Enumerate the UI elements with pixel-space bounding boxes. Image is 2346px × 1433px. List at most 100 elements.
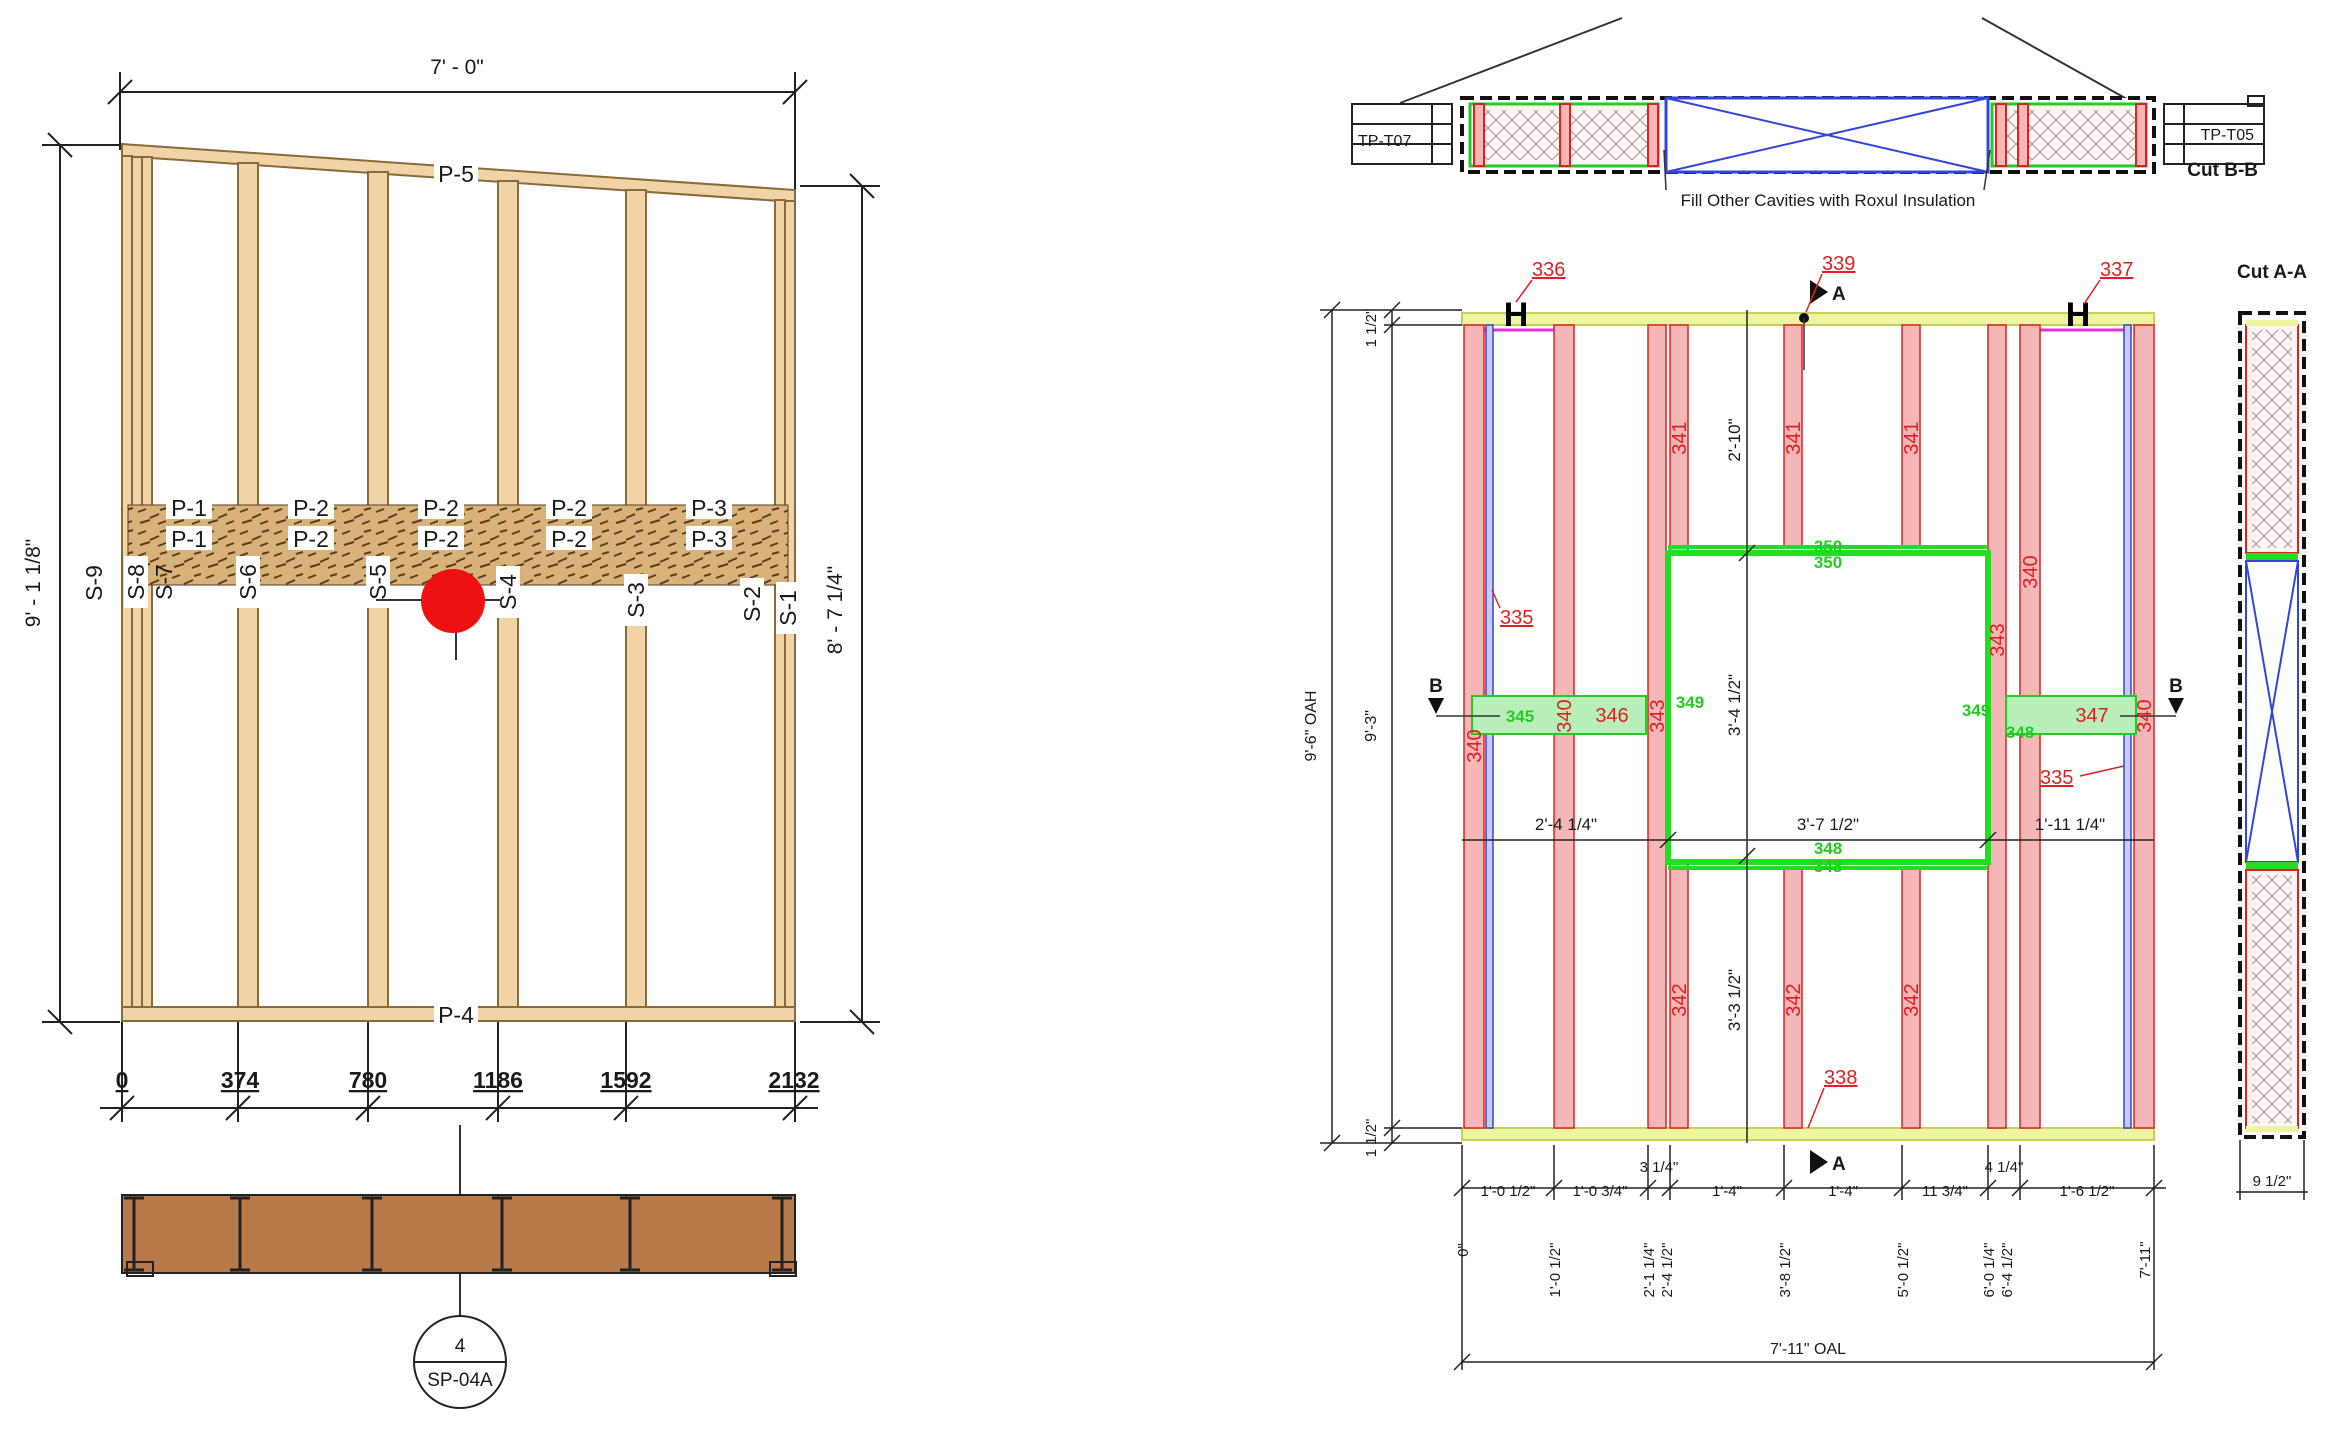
tag-348: 348 — [1814, 857, 1842, 876]
spacing-dim: 1'-4" — [1828, 1183, 1858, 1200]
shop-elevation: 9'-6" OAH 9'-3" 1 1/2" 1 1/2" 2'-10" 3'-… — [1303, 253, 2184, 1371]
bottom-plate-dim: 1 1/2" — [1363, 1119, 1380, 1158]
section-number: 4 — [455, 1336, 466, 1357]
position-label: 780 — [349, 1067, 387, 1093]
panel-label: P-2 — [293, 526, 329, 552]
plan-view — [121, 1125, 797, 1320]
ordinate-label: 0" — [1455, 1243, 1472, 1257]
tag-341: 341 — [1783, 421, 1805, 454]
panel-label: P-3 — [691, 495, 727, 521]
position-label: 0 — [116, 1067, 129, 1093]
left-height-dim: 9' - 1 1/8" — [22, 539, 45, 628]
tag-347: 347 — [2075, 705, 2108, 727]
hold-down-mark: H — [1504, 296, 1529, 334]
tag-343: 343 — [1987, 623, 2009, 656]
hold-down-mark: H — [2066, 296, 2091, 334]
tag-342: 342 — [1669, 983, 1691, 1016]
panel-label: P-2 — [551, 526, 587, 552]
right-height-dim: 8' - 7 1/4" — [824, 566, 847, 655]
section-sheet: SP-04A — [427, 1370, 493, 1391]
bottom-plate-label: P-4 — [438, 1002, 474, 1028]
inner-height-dim: 9'-3" — [1363, 710, 1380, 742]
tag-350: 350 — [1814, 537, 1842, 556]
tag-343: 343 — [1647, 699, 1669, 732]
position-label: 2132 — [768, 1067, 819, 1093]
ordinate-label: 5'-0 1/2" — [1895, 1243, 1912, 1298]
stud-label: S-3 — [623, 582, 649, 618]
overall-length-dim: 7'-11" OAL — [1770, 1341, 1846, 1358]
stud-label: S-9 — [81, 565, 107, 601]
panel-label: P-1 — [171, 495, 207, 521]
ordinate-label: 7'-11" — [2137, 1241, 2154, 1278]
top-plate-dim: 1 1/2" — [1363, 309, 1380, 348]
marker-dot — [421, 569, 485, 633]
tag-342: 342 — [1783, 983, 1805, 1016]
panel-labels: P-1 P-1 P-2 P-2 P-2 P-2 P-2 P-2 P-3 P-3 — [166, 495, 732, 552]
ordinate-label: 1'-0 1/2" — [1547, 1243, 1564, 1298]
panel-label: P-2 — [293, 495, 329, 521]
overall-height-dim: 9'-6" OAH — [1303, 691, 1320, 762]
panel-label: P-2 — [423, 495, 459, 521]
tag-350: 350 — [1814, 553, 1842, 572]
spacing-dim: 4 1/4" — [1985, 1159, 2024, 1176]
tag-338: 338 — [1824, 1067, 1857, 1089]
tag-339: 339 — [1822, 253, 1855, 275]
tag-341: 341 — [1669, 421, 1691, 454]
spacing-dim: 1'-0 1/2" — [1481, 1183, 1536, 1200]
panel-label: P-1 — [171, 526, 207, 552]
section-label-b-right: B — [2169, 676, 2183, 697]
spacing-dim: 3 1/4" — [1640, 1159, 1679, 1176]
tag-349: 349 — [1676, 693, 1704, 712]
tag-345: 345 — [1506, 707, 1534, 726]
rough-opening — [1665, 550, 1991, 865]
overall-width-dim: 7' - 0" — [430, 56, 483, 79]
panel-label: P-2 — [423, 526, 459, 552]
blocking-left — [1471, 695, 1647, 735]
bottom-plate-yellow — [1461, 1127, 2155, 1141]
position-labels: 0 374 780 1186 1592 2132 — [116, 1067, 820, 1093]
spacing-dim: 1'-6 1/2" — [2060, 1183, 2115, 1200]
stud-label: S-1 — [775, 590, 801, 626]
ordinate-label: 2'-1 1/4" — [1641, 1243, 1658, 1298]
section-arrow-a-bottom — [1810, 1150, 1828, 1174]
tag-340: 340 — [1554, 699, 1576, 732]
ordinate-label: 6'-0 1/4" — [1981, 1243, 1998, 1298]
tag-346: 346 — [1595, 705, 1628, 727]
cut-b-section: TP-T07 TP-T05 Cut B-B Fill Other Cavitie… — [1351, 17, 2265, 210]
stud-label: S-5 — [365, 564, 391, 600]
tag-337: 337 — [2100, 259, 2133, 281]
opening-width-dim: 3'-7 1/2" — [1797, 815, 1859, 834]
panel-label: P-3 — [691, 526, 727, 552]
tag-342: 342 — [1901, 983, 1923, 1016]
tag-340: 340 — [2020, 555, 2042, 588]
tag-336: 336 — [1532, 259, 1565, 281]
red-marker — [376, 569, 500, 660]
cut-a-title: Cut A-A — [2237, 262, 2307, 283]
spacing-dim: 11 3/4" — [1922, 1183, 1968, 1200]
tag-348: 348 — [2006, 723, 2034, 742]
stud-label: S-2 — [739, 586, 765, 622]
stud-label: S-8 — [123, 564, 149, 600]
tag-340: 340 — [2134, 699, 2156, 732]
lower-dim: 3'-3 1/2" — [1725, 969, 1744, 1031]
section-arrow-a-top — [1810, 280, 1828, 304]
ordinate-label: 6'-4 1/2" — [1999, 1243, 2016, 1298]
top-plate-label: P-5 — [438, 161, 474, 187]
blocking-right — [2005, 695, 2137, 735]
section-arrow-b-left — [1428, 698, 1444, 714]
section-label-b-left: B — [1429, 676, 1443, 697]
upper-dim: 2'-10" — [1725, 418, 1744, 461]
ordinate-label: 2'-4 1/2" — [1659, 1243, 1676, 1298]
right-width-dim: 1'-11 1/4" — [2035, 815, 2105, 834]
panel-label: P-2 — [551, 495, 587, 521]
section-label-a-bottom: A — [1832, 1154, 1846, 1175]
tag-349: 349 — [1962, 701, 1990, 720]
tag-341: 341 — [1901, 421, 1923, 454]
stud-labels: S-9 S-8 S-7 S-6 S-5 S-4 S-3 S-2 S-1 — [81, 556, 801, 634]
cut-b-left-tag: TP-T07 — [1358, 133, 1411, 150]
cut-a-width-dim: 9 1/2" — [2253, 1173, 2292, 1190]
framing-elevation: 7' - 0" 9' - 1 1/8" 8' - 7 1/4" — [22, 56, 880, 1409]
section-label-a-top: A — [1832, 284, 1846, 305]
cut-b-title: Cut B-B — [2187, 160, 2258, 181]
